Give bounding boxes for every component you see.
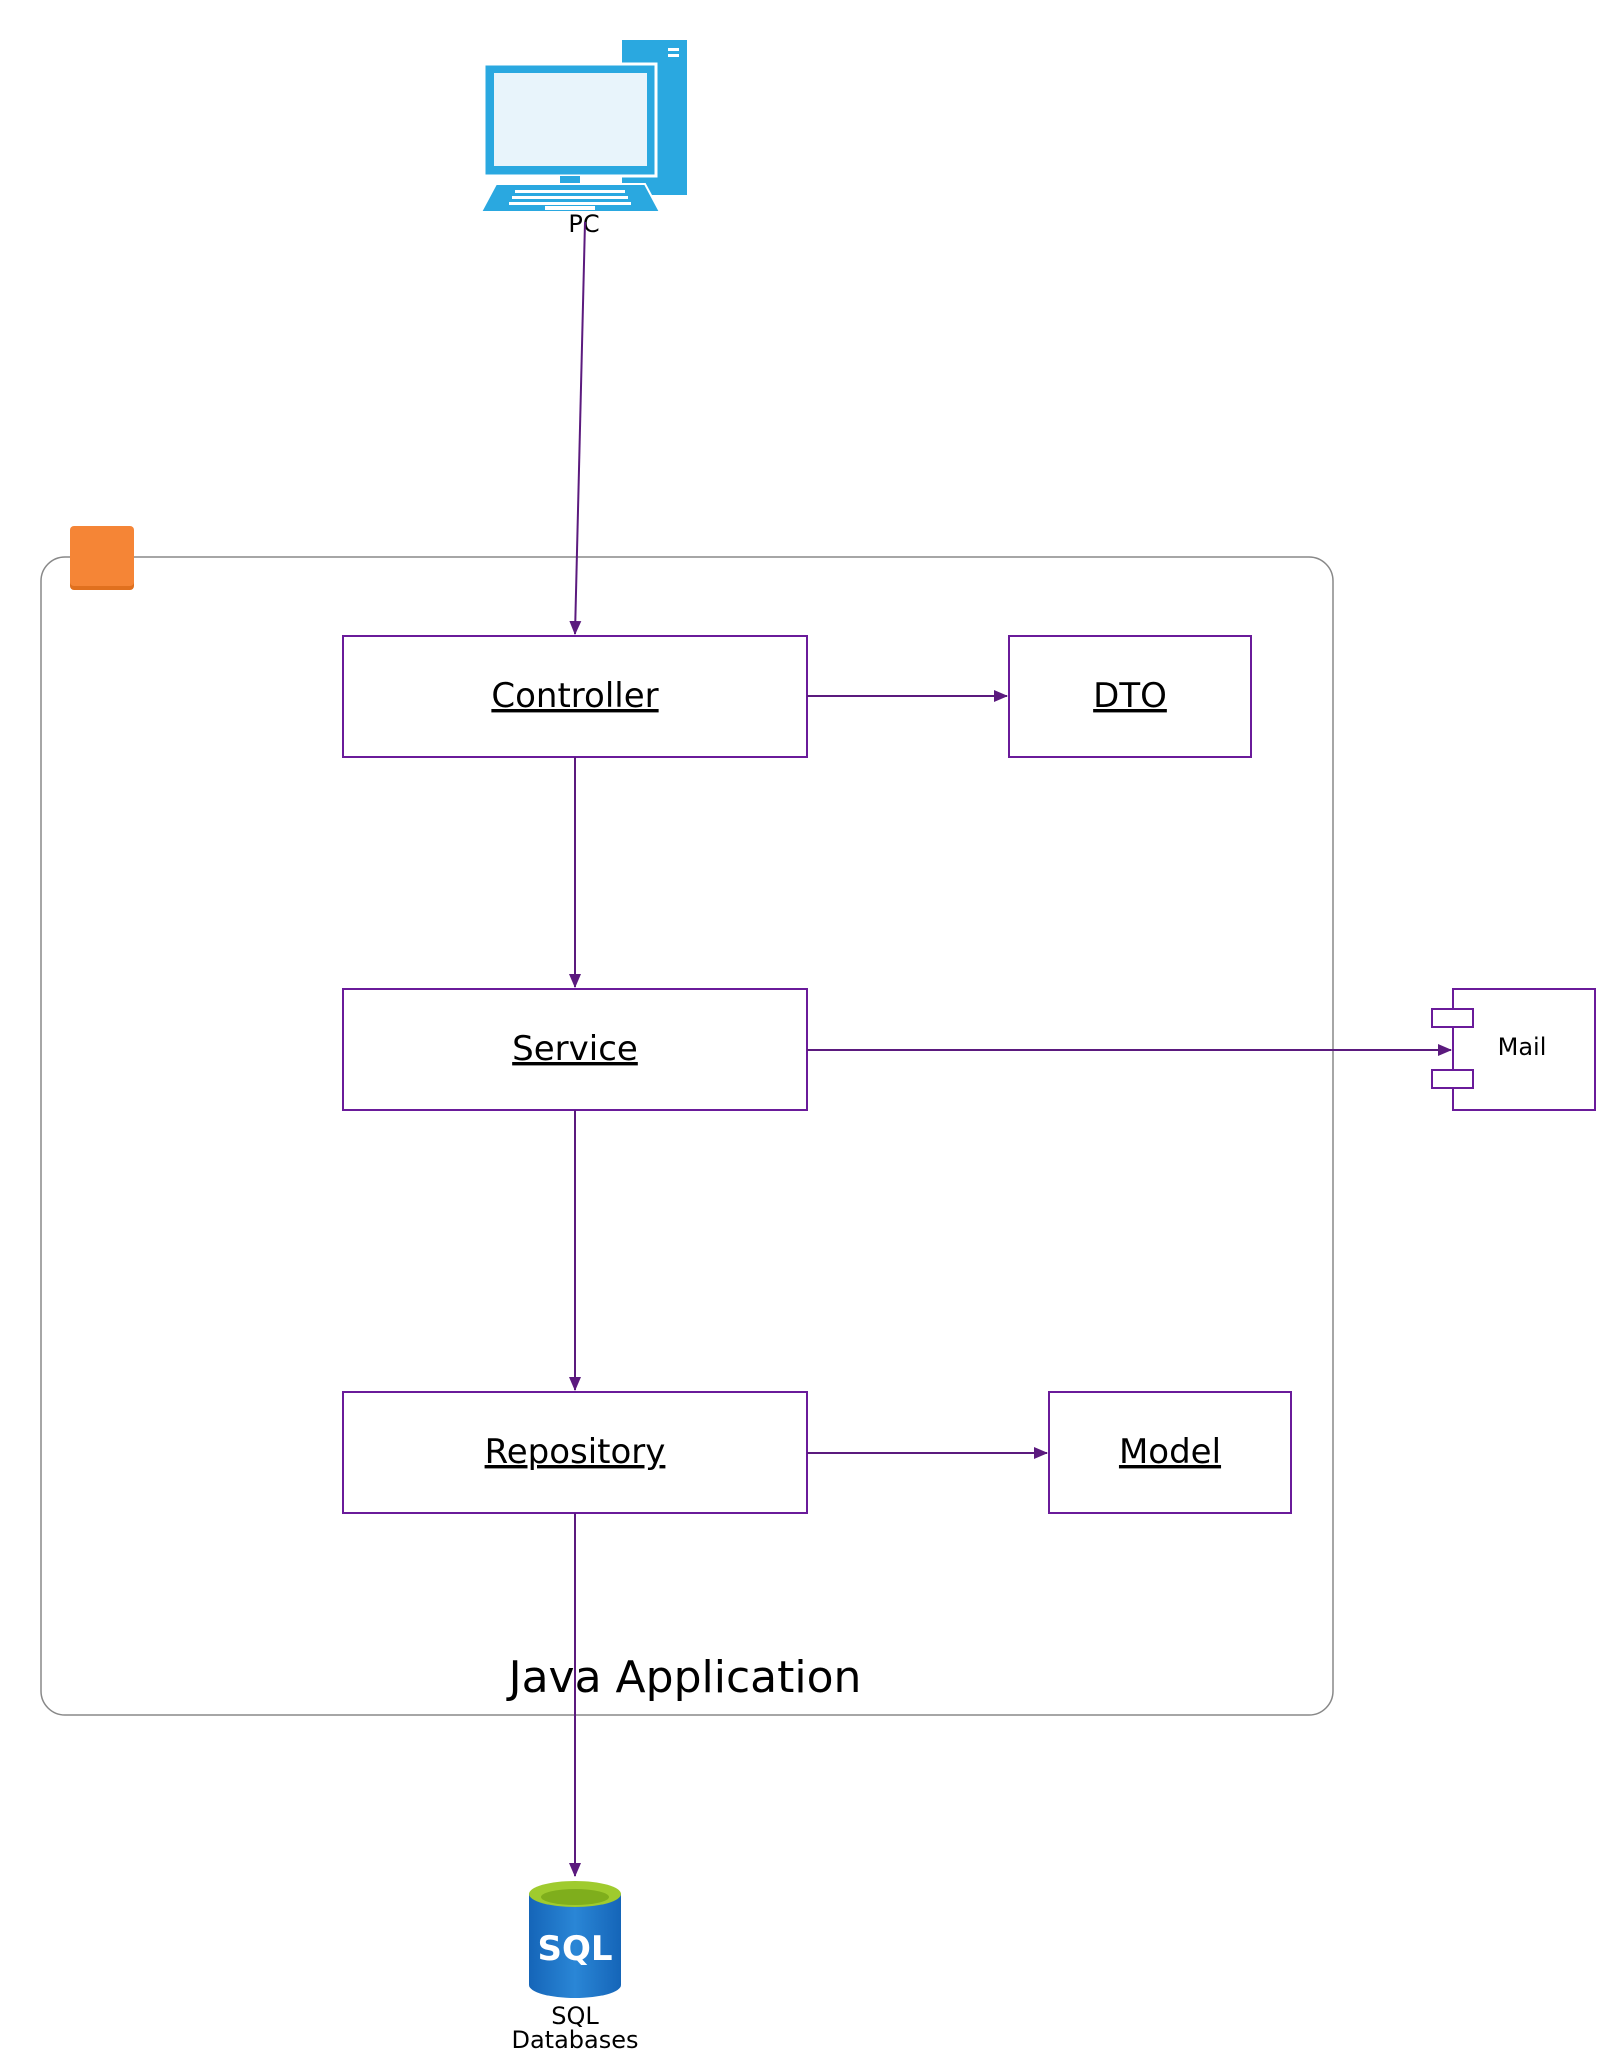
dto-label: DTO <box>1093 676 1167 716</box>
repository-label: Repository <box>485 1432 666 1472</box>
java-application-container[interactable]: Java Application <box>40 526 1334 1716</box>
sql-icon-text: SQL <box>537 1929 612 1969</box>
service-label: Service <box>512 1029 638 1069</box>
component-icon <box>1431 1008 1474 1089</box>
dto-box[interactable]: DTO <box>1008 635 1252 758</box>
controller-label: Controller <box>491 676 658 716</box>
sql-database-icon[interactable]: SQL <box>529 1881 621 1998</box>
model-label: Model <box>1119 1432 1221 1472</box>
controller-box[interactable]: Controller <box>342 635 808 758</box>
mail-component[interactable]: Mail <box>1431 988 1596 1111</box>
sql-label-line1: SQL <box>551 2002 599 2030</box>
desktop-computer-icon[interactable] <box>479 40 687 213</box>
service-box[interactable]: Service <box>342 988 808 1111</box>
edge-pc-controller <box>569 221 586 635</box>
java-application-label: Java Application <box>506 1652 862 1703</box>
sql-label-line2: Databases <box>511 2026 638 2054</box>
mail-label: Mail <box>1498 1033 1547 1061</box>
model-box[interactable]: Model <box>1048 1391 1292 1514</box>
orange-square-icon <box>70 526 134 590</box>
repository-box[interactable]: Repository <box>342 1391 808 1514</box>
edges <box>569 221 1452 1877</box>
